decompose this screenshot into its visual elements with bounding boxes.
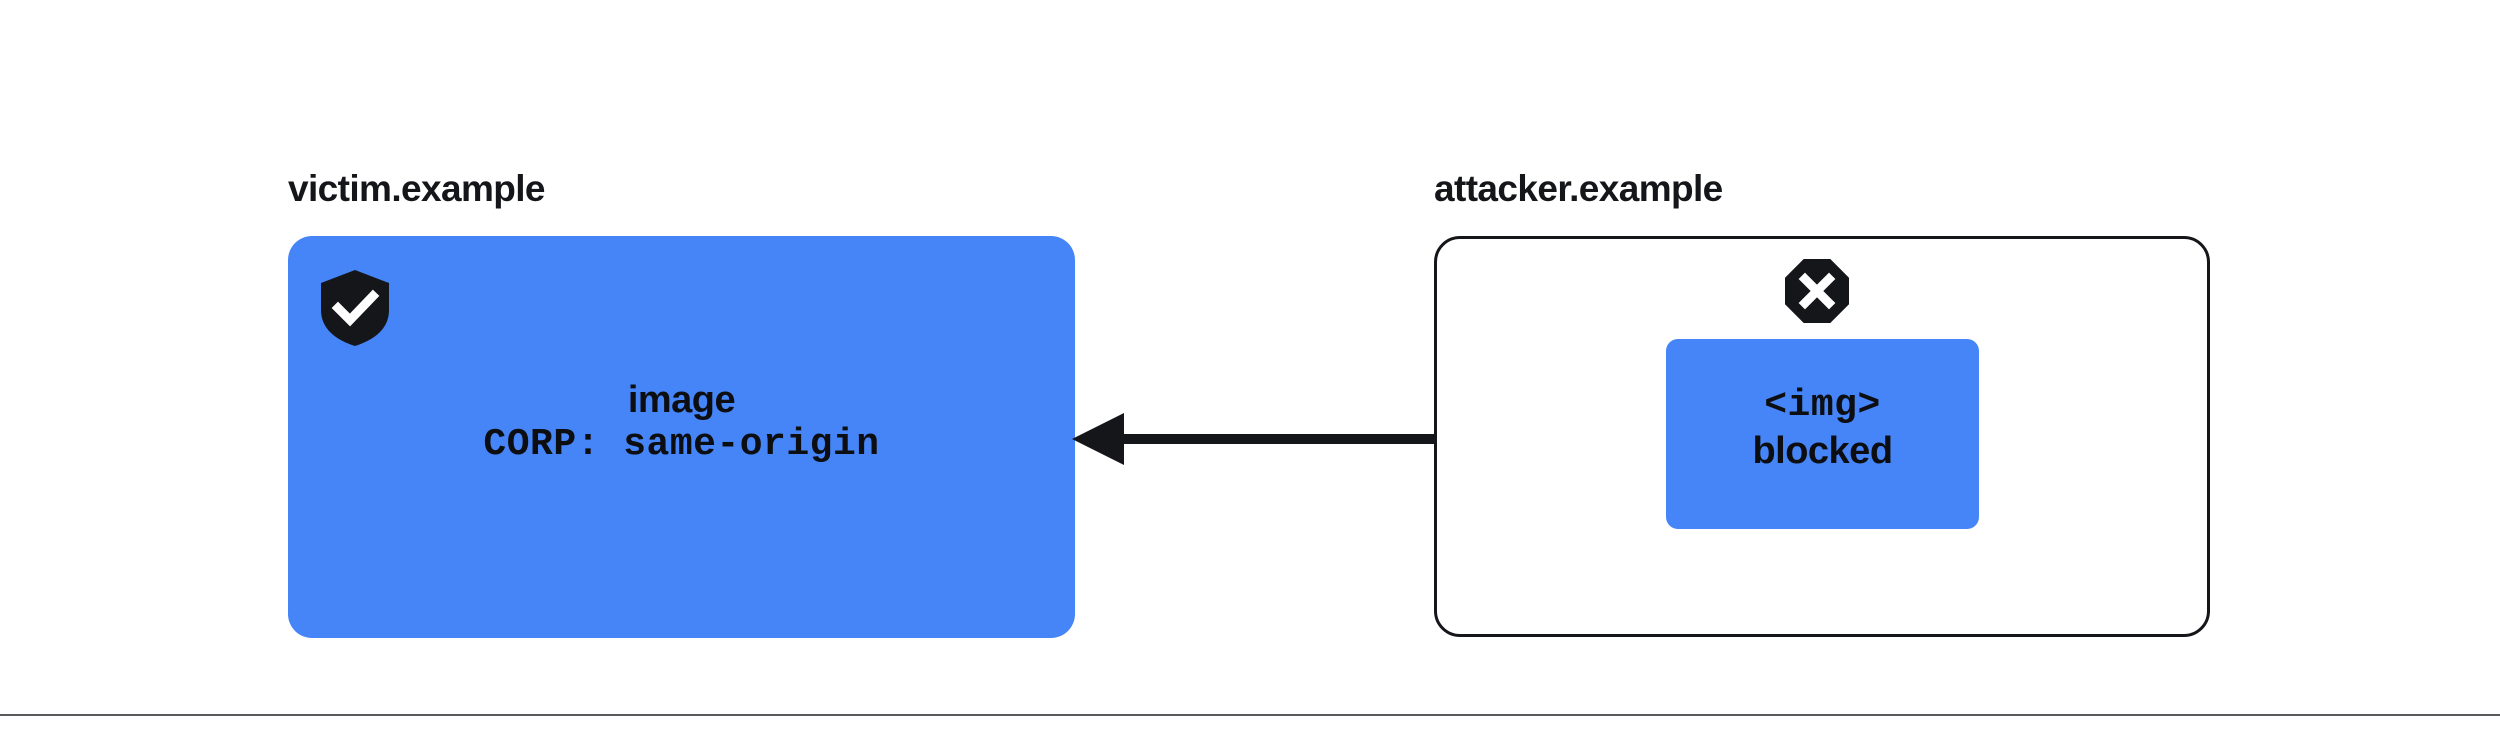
- victim-resource-text: image CORP: same-origin: [288, 378, 1075, 468]
- attacker-origin-panel: <img> blocked: [1434, 236, 2210, 637]
- bottom-divider: [0, 714, 2500, 716]
- attacker-element-tag: <img>: [1764, 384, 1881, 427]
- attacker-status-label: blocked: [1752, 429, 1893, 472]
- attacker-img-card: <img> blocked: [1666, 339, 1979, 529]
- victim-origin-label: victim.example: [288, 168, 546, 209]
- shield-check-icon: [321, 270, 389, 346]
- victim-corp-header: CORP: same-origin: [483, 422, 880, 466]
- attacker-origin-label: attacker.example: [1434, 168, 1723, 209]
- victim-resource-name: image: [627, 379, 736, 421]
- attacker-img-card-text: <img> blocked: [1666, 384, 1979, 474]
- octagon-x-icon: [1785, 259, 1849, 323]
- victim-origin-panel: image CORP: same-origin: [288, 236, 1075, 638]
